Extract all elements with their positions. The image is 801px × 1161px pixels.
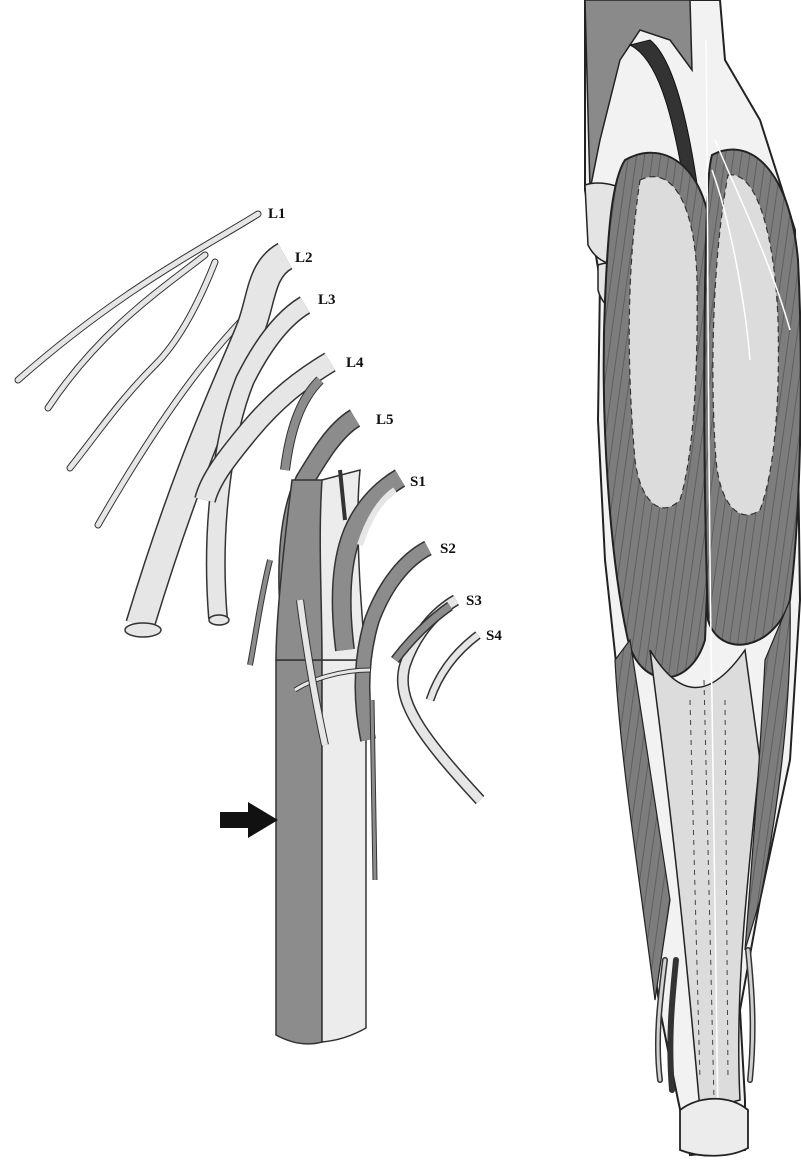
- femoral-nerve-trunk: [125, 256, 305, 637]
- lumbosacral-plexus-diagram: L1 L2 L3 L4 L5 S1 S2 S3 S4: [18, 206, 502, 1044]
- label-l2: L2: [295, 250, 313, 266]
- label-l4: L4: [346, 355, 364, 371]
- s4-root: [430, 635, 478, 700]
- label-s1: S1: [410, 474, 426, 490]
- s3-root: [395, 600, 480, 800]
- label-l1: L1: [268, 206, 286, 222]
- label-s2: S2: [440, 541, 456, 557]
- label-l3: L3: [318, 292, 336, 308]
- label-s4: S4: [486, 628, 502, 644]
- heel-calcaneus: [680, 1099, 748, 1156]
- posterior-leg-illustration: [585, 0, 801, 1156]
- label-l5: L5: [376, 412, 394, 428]
- pointer-arrow-icon: [220, 802, 278, 838]
- lateral-head-aponeurosis: [629, 177, 697, 508]
- label-s3: S3: [466, 593, 482, 609]
